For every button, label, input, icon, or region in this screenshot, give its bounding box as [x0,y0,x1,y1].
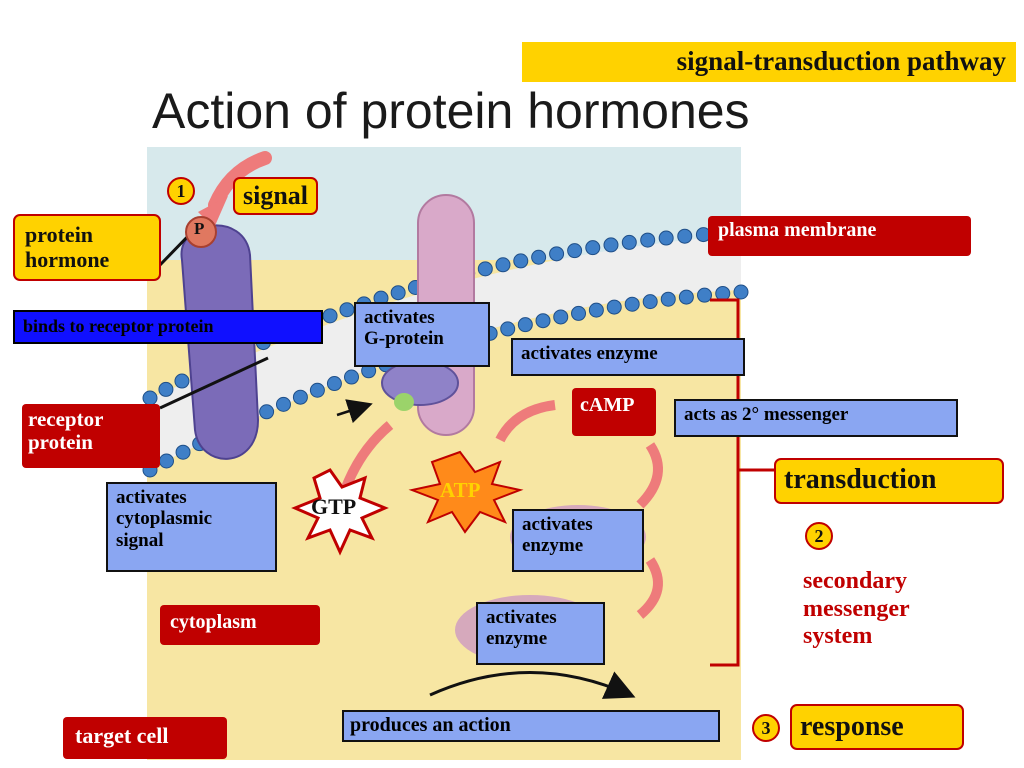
activates-g-protein-label: activates G-protein [354,302,490,367]
protein-hormone-label: protein hormone [13,214,161,281]
signal-label: signal [233,177,319,215]
receptor-protein-label: receptor protein [22,404,160,468]
phospholipid-head [678,289,694,305]
gtp-arrow [340,421,394,492]
phospholipid-head [733,284,749,300]
phospholipid-head [477,261,493,277]
phospholipid-head [275,396,291,412]
gtp-star [291,468,389,556]
phospholipid-head [640,232,656,248]
g-protein-shape [381,360,459,406]
secondary-messenger-system-label: secondary messenger system [803,568,910,650]
phospholipid-head [606,299,622,315]
phospholipid-head [339,302,355,318]
binds-receptor-label: binds to receptor protein [13,310,323,344]
enzyme-arrow-2 [636,557,663,619]
g-protein-arrow [336,399,373,424]
phospholipid-head [697,287,713,303]
phospholipid-head [495,257,511,273]
phospholipid-head [158,453,174,469]
phospholipid-head [322,308,338,324]
membrane-tails [147,235,741,470]
step-3-marker: 3 [752,714,780,742]
phospholipid-head [715,285,731,301]
phospholipid-head [603,237,619,253]
activates-enzyme-mid-label: activates enzyme [512,509,644,572]
phospholipid-head [549,246,565,262]
phospholipid-head [677,228,693,244]
transduction-bracket [710,298,740,667]
phospholipid-head [517,317,533,333]
phospholipid-head [309,382,325,398]
plasma-membrane-label: plasma membrane [708,216,971,256]
receptor-pointer [159,356,269,410]
phospholipid-head [513,253,529,269]
atp-label: ATP [440,478,481,502]
phospholipid-head [531,249,547,265]
phosphate-label: P [194,219,205,238]
phospholipid-head [259,404,275,420]
cytoplasm-label: cytoplasm [160,605,320,645]
camp-label: cAMP [572,388,656,436]
phospholipid-head [390,285,406,301]
second-messenger-label: acts as 2° messenger [674,399,958,437]
phospholipid-head [292,389,308,405]
phosphate-circle [185,216,217,248]
atp-star [408,450,524,534]
phospholipid-head [535,313,551,329]
phospholipid-head [158,381,174,397]
phospholipid-head [585,240,601,256]
step-2-marker: 2 [805,522,833,550]
step-1-marker: 1 [167,177,195,205]
phospholipid-head [326,376,342,392]
phospholipid-head [660,291,676,307]
camp-arrow [495,400,556,443]
phospholipid-head [175,444,191,460]
target-cell-label: target cell [63,717,227,759]
phospholipid-head [344,369,360,385]
phospholipid-head [142,390,158,406]
phospholipid-head [588,302,604,318]
transduction-label: transduction [774,458,1004,504]
page-title: Action of protein hormones [152,83,750,139]
gdp-shape [394,393,414,411]
signal-arrow-head [198,196,228,228]
enzyme-arrow-1 [636,442,663,509]
phospholipid-head [658,230,674,246]
phospholipid-head [174,373,190,389]
phospholipid-head [500,321,516,337]
activates-enzyme-top-label: activates enzyme [511,338,745,376]
phospholipid-head [571,305,587,321]
phospholipid-head [567,243,583,259]
phospholipid-head [553,309,569,325]
activates-cytoplasmic-signal-label: activates cytoplasmic signal [106,482,277,572]
gtp-label: GTP [311,494,357,519]
phospholipid-head [621,234,637,250]
action-arc [429,671,636,699]
produces-action-label: produces an action [342,710,720,742]
response-label: response [790,704,964,750]
activates-enzyme-low-label: activates enzyme [476,602,605,665]
phospholipid-head [624,296,640,312]
pathway-banner: signal-transduction pathway [522,42,1016,82]
phospholipid-head [642,294,658,310]
signal-arrow [208,151,272,212]
